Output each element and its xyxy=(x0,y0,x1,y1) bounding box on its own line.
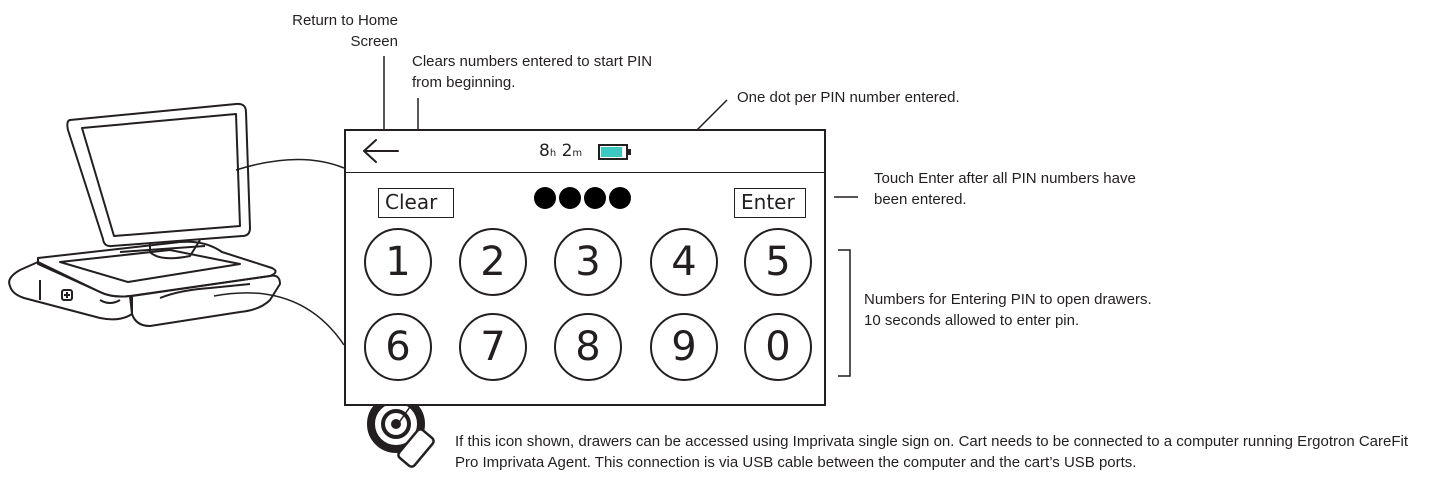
cart-illustration xyxy=(8,102,281,327)
time-remaining: 8h 2m xyxy=(539,141,582,164)
callout-return-home: Return to Home Screen xyxy=(292,12,398,50)
battery-icon xyxy=(598,144,631,160)
key-8[interactable]: 8 xyxy=(554,313,622,381)
key-1[interactable]: 1 xyxy=(364,228,432,296)
pin-dot xyxy=(559,187,581,209)
key-0[interactable]: 0 xyxy=(744,313,812,381)
callout-clear: Clears numbers entered to start PIN from… xyxy=(412,53,653,91)
pin-dots xyxy=(534,187,631,209)
key-7[interactable]: 7 xyxy=(459,313,527,381)
key-9[interactable]: 9 xyxy=(650,313,718,381)
key-5[interactable]: 5 xyxy=(744,228,812,296)
time-hours-unit: h xyxy=(549,148,557,159)
status-bar: 8h 2m xyxy=(346,131,824,173)
key-3[interactable]: 3 xyxy=(554,228,622,296)
pin-dot xyxy=(534,187,556,209)
enter-button[interactable]: Enter xyxy=(734,188,806,218)
pin-dot xyxy=(609,187,631,209)
callout-imprivata: If this icon shown, drawers can be acces… xyxy=(455,433,1409,471)
time-minutes-unit: m xyxy=(572,148,583,159)
badge-tap-icon xyxy=(367,395,435,468)
key-2[interactable]: 2 xyxy=(459,228,527,296)
callout-number-keys: Numbers for Entering PIN to open drawers… xyxy=(864,291,1152,329)
key-6[interactable]: 6 xyxy=(364,313,432,381)
pin-dot xyxy=(584,187,606,209)
callout-enter: Touch Enter after all PIN numbers have b… xyxy=(874,170,1136,208)
time-minutes: 2 xyxy=(561,141,573,161)
zoom-lines xyxy=(213,158,345,346)
time-hours: 8 xyxy=(539,141,550,161)
callout-pin-dots: One dot per PIN number entered. xyxy=(737,89,960,106)
key-4[interactable]: 4 xyxy=(650,228,718,296)
back-arrow-icon[interactable] xyxy=(360,137,400,165)
clear-button[interactable]: Clear xyxy=(378,188,454,218)
